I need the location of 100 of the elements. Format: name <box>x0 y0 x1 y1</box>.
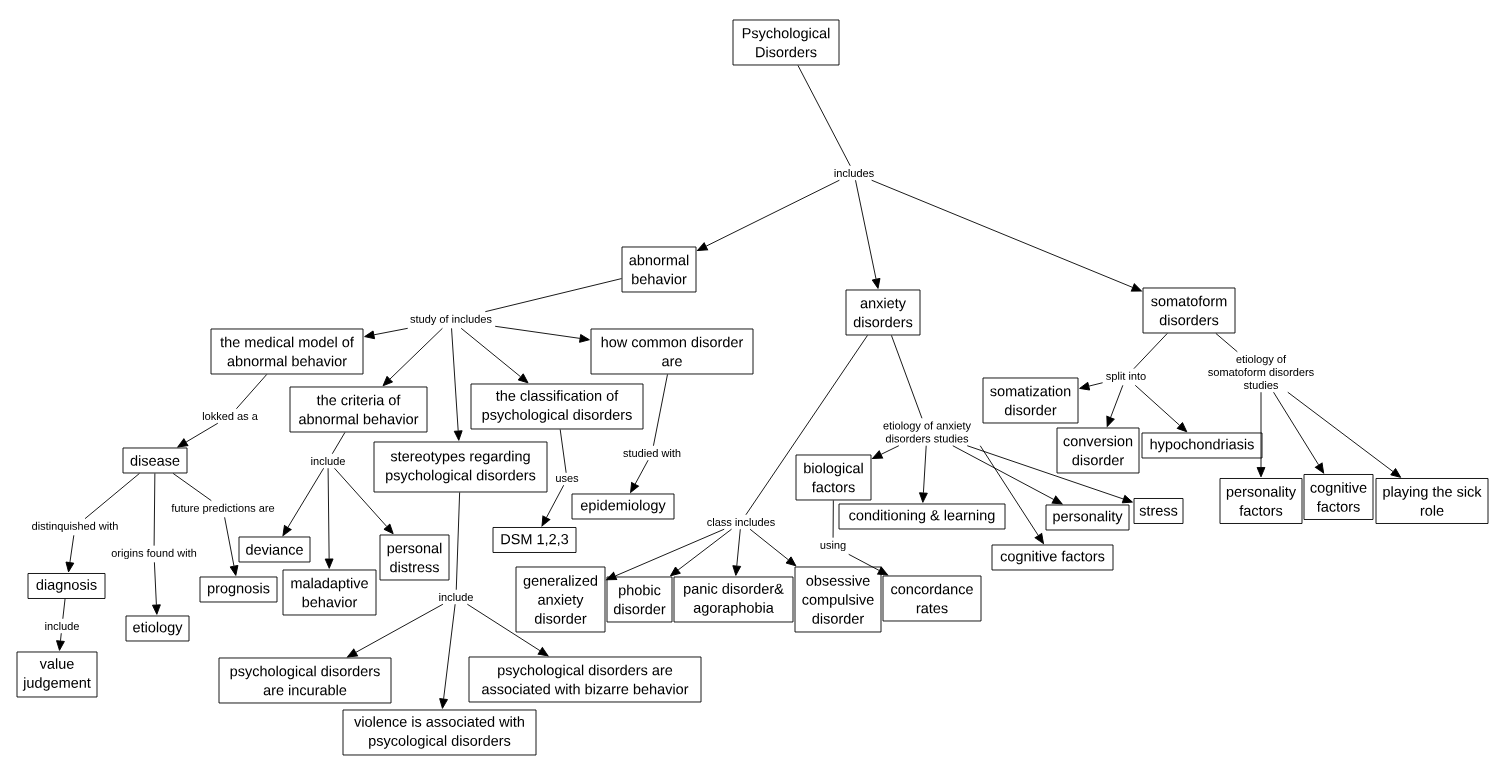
arrow <box>872 445 900 459</box>
concept-box: DSM 1,2,3 <box>492 527 577 553</box>
arrow <box>606 528 725 581</box>
concept-box: psychological disorders are incurable <box>218 657 392 704</box>
connector-line <box>153 473 156 547</box>
concept-box: cognitive factors <box>1303 474 1374 520</box>
arrow <box>65 534 75 573</box>
concept-box: how common disorder are <box>590 328 754 375</box>
concept-box: abnormal behavior <box>621 246 697 293</box>
arrow <box>952 445 1063 505</box>
concept-box: conditioning & learning <box>838 503 1006 530</box>
connector-line <box>484 278 622 313</box>
concept-box: anxiety disorders <box>845 289 921 336</box>
concept-box: panic disorder& agoraphobia <box>673 576 794 623</box>
arrow <box>460 327 529 384</box>
concept-box: playing the sick role <box>1375 478 1489 524</box>
concept-box: somatization disorder <box>982 377 1079 424</box>
arrow <box>1256 391 1266 478</box>
arrow <box>1079 381 1104 391</box>
arrow <box>848 553 889 576</box>
arrow <box>855 179 881 289</box>
arrow <box>382 327 443 387</box>
arrow <box>451 327 463 441</box>
concept-box: obsessive compulsive disorder <box>794 566 882 633</box>
concept-box: violence is associated with psycological disorders <box>342 709 537 756</box>
concept-box: the criteria of abnormal behavior <box>289 386 428 433</box>
concept-box: concordance rates <box>882 575 982 622</box>
connector-line <box>891 335 923 419</box>
arrow <box>979 445 1044 544</box>
concept-box: the classification of psychological disorders <box>470 383 644 430</box>
arrow <box>177 422 219 448</box>
concept-box: generalized anxiety disorder <box>515 566 606 633</box>
arrow <box>347 603 444 658</box>
arrow <box>324 467 334 569</box>
connector-line <box>331 432 346 455</box>
concept-box: hypochondriasis <box>1141 432 1263 459</box>
arrow <box>494 325 590 343</box>
connector-line <box>745 335 868 516</box>
connector-line <box>84 473 140 520</box>
arrow <box>919 445 928 503</box>
concept-box: stereotypes regarding psychological disorders <box>373 441 548 493</box>
arrow <box>224 516 239 576</box>
connector-line <box>172 473 212 502</box>
connector-line <box>1133 333 1168 370</box>
concept-box: conversion disorder <box>1056 427 1140 474</box>
arrow <box>966 445 1133 504</box>
linking-phrase: using <box>816 537 850 555</box>
concept-box: disease <box>122 447 188 474</box>
connector-line <box>559 429 567 474</box>
concept-box: somatoform disorders <box>1142 287 1236 334</box>
linking-phrase: study of includes <box>407 311 495 329</box>
arrow <box>364 327 409 340</box>
concept-box: psychological disorders are associated with bizarre behavior <box>468 656 702 703</box>
arrow <box>670 528 732 577</box>
arrow <box>152 561 161 615</box>
concept-box: cognitive factors <box>991 544 1114 571</box>
concept-box: personality factors <box>1219 478 1303 524</box>
linking-phrase: etiology of anxiety disorders studies <box>874 418 980 446</box>
arrow <box>334 467 394 535</box>
arrow <box>282 467 325 536</box>
connector-line <box>235 374 268 410</box>
arrow <box>749 528 797 567</box>
connector-line <box>1215 333 1238 353</box>
concept-box: deviance <box>238 536 311 563</box>
concept-box: phobic disorder <box>606 576 673 623</box>
linking-phrase: split into <box>1102 368 1150 386</box>
concept-box: stress <box>1133 498 1184 524</box>
concept-box: the medical model of abnormal behavior <box>210 328 364 375</box>
concept-box: epidemiology <box>571 493 675 520</box>
linking-phrase: studied with <box>619 445 685 461</box>
linking-phrase: lokked as a <box>199 408 261 424</box>
arrow <box>541 484 565 527</box>
linking-phrase: distinquished with <box>28 518 122 536</box>
arrow <box>439 603 456 709</box>
linking-phrase: include <box>435 589 477 605</box>
linking-phrase: include <box>307 453 349 469</box>
linking-phrase: uses <box>552 473 582 485</box>
arrow <box>56 632 65 651</box>
concept-box: prognosis <box>199 576 278 603</box>
arrow <box>466 603 549 657</box>
arrow <box>1134 384 1188 433</box>
arrow <box>732 528 742 576</box>
arrow <box>697 179 840 251</box>
arrow <box>1287 391 1402 478</box>
connector-line <box>797 65 851 167</box>
linking-phrase: class includes <box>703 514 779 530</box>
arrow <box>630 459 649 493</box>
arrow <box>1106 384 1124 427</box>
concept-box: biological factors <box>795 454 872 501</box>
arrow <box>1273 391 1325 474</box>
linking-phrase: includes <box>830 165 878 181</box>
linking-phrase: future predictions are <box>168 500 278 518</box>
linking-phrase: origins found with <box>108 545 200 563</box>
arrow <box>871 179 1142 292</box>
connector-line <box>455 492 461 591</box>
concept-box: Psychological Disorders <box>732 19 840 66</box>
connector-line <box>652 374 668 447</box>
concept-box: value judgement <box>16 651 98 698</box>
concept-box: etiology <box>125 615 190 642</box>
connector-line <box>62 598 66 620</box>
